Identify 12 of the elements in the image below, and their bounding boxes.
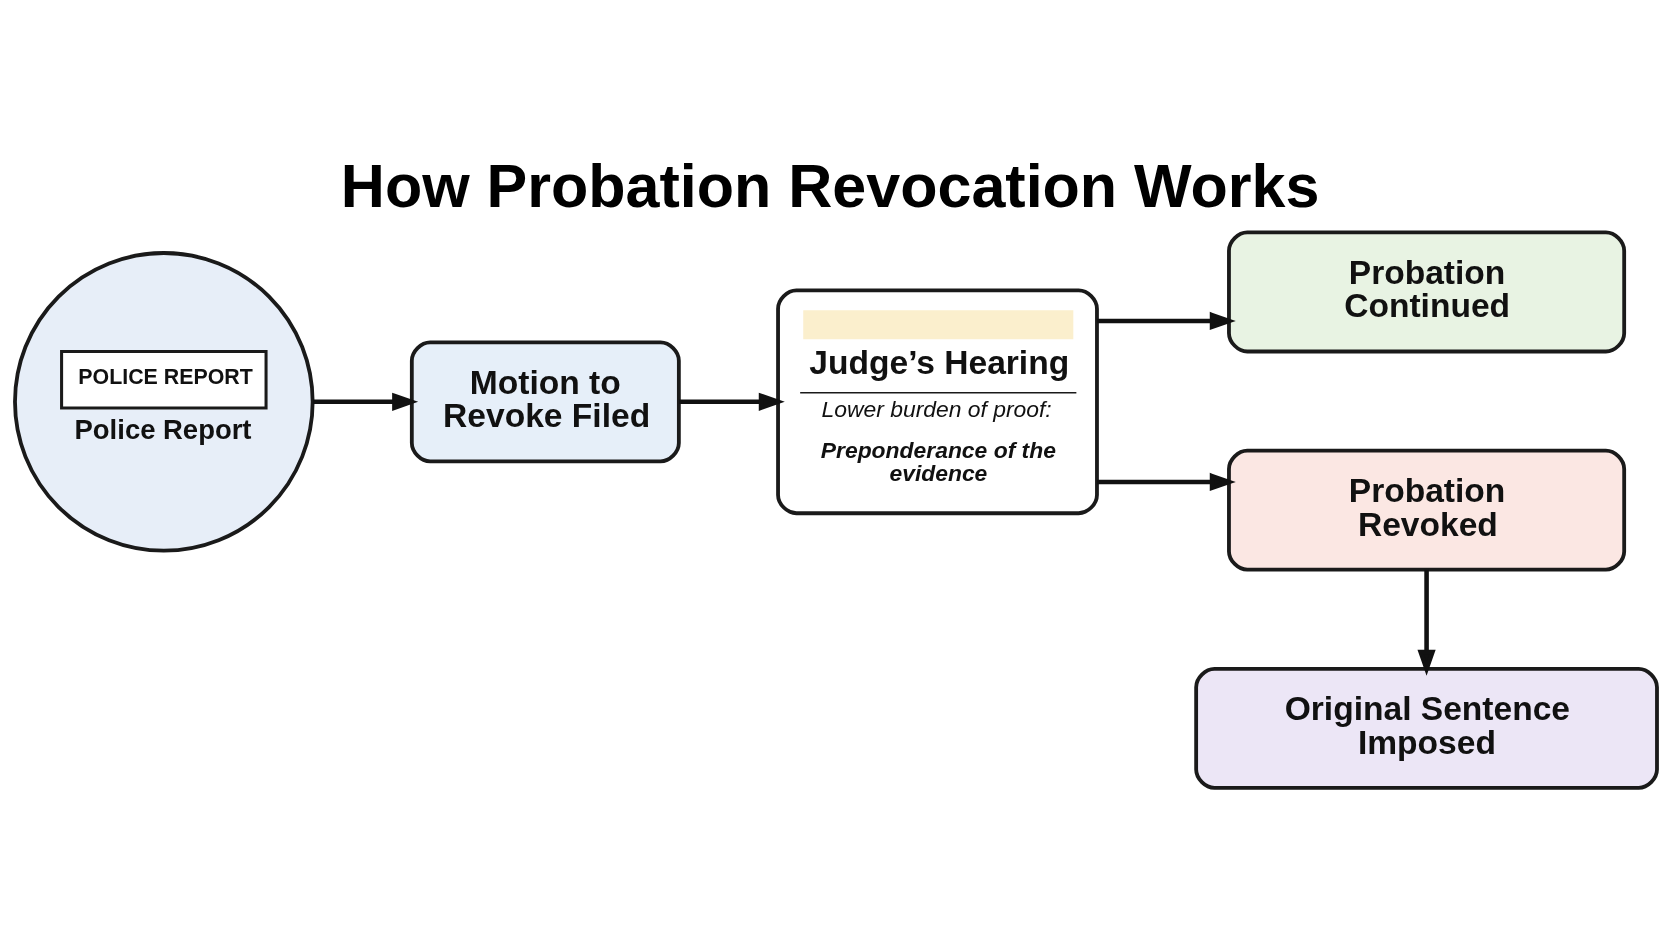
node-box: Motion to Revoke Filed — [409, 340, 681, 464]
arrow — [312, 392, 419, 411]
diagram-title: How Probation Revocation Works — [340, 151, 1320, 220]
arrow — [679, 392, 785, 411]
node-box: Probation Revoked — [1227, 448, 1627, 572]
arrow — [1417, 569, 1436, 676]
node-box: Probation Continued — [1227, 230, 1627, 354]
node-box: Original Sentence Imposed — [1194, 666, 1659, 790]
arrow — [1096, 472, 1236, 492]
node-box: Judge’s Hearing Lower burden of proof: Preponderance of the evidence — [776, 288, 1099, 516]
arrow — [1096, 311, 1236, 331]
node-circle: POLICE REPORT Police Report — [13, 251, 315, 553]
